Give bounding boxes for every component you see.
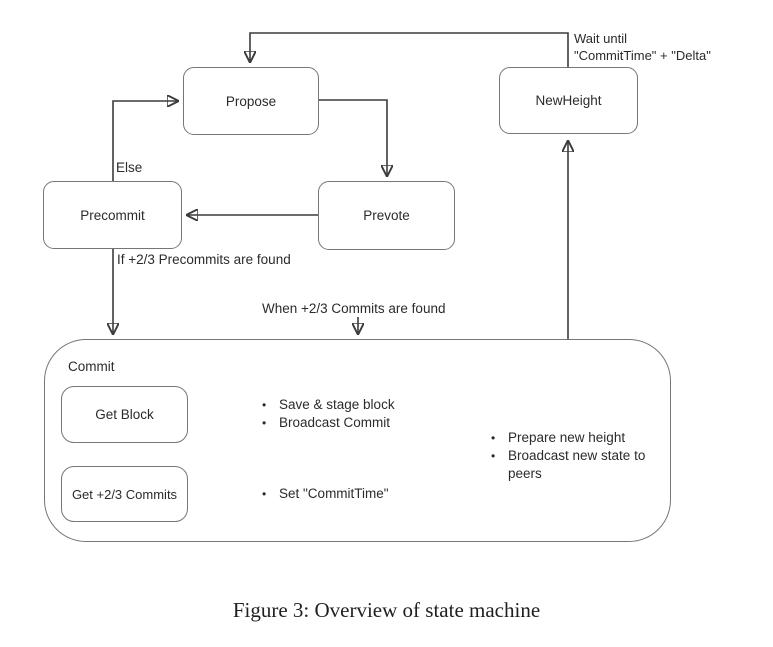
- node-get-block: Get Block: [61, 386, 188, 443]
- bullet-icon: •: [262, 487, 267, 501]
- node-prevote-label: Prevote: [363, 208, 410, 223]
- edge-label-commits-found: When +2/3 Commits are found: [262, 301, 446, 316]
- list-item: • Save & stage block: [262, 396, 395, 414]
- node-prevote: Prevote: [318, 181, 455, 250]
- figure-caption: Figure 3: Overview of state machine: [232, 598, 541, 622]
- bullet-icon: •: [262, 398, 267, 412]
- node-get-commits-label: Get +2/3 Commits: [71, 486, 178, 502]
- wait-until-line2: "CommitTime" + "Delta": [574, 48, 711, 63]
- node-get-commits: Get +2/3 Commits: [61, 466, 188, 522]
- get-block-actions-list: • Save & stage block • Broadcast Commit: [262, 396, 395, 432]
- list-item-text: Prepare new height: [508, 430, 626, 445]
- node-commit-label: Commit: [68, 359, 115, 374]
- node-propose: Propose: [183, 67, 319, 135]
- node-newheight: NewHeight: [499, 67, 638, 134]
- list-item-text: Save & stage block: [279, 397, 395, 412]
- list-item: • Prepare new height: [491, 429, 668, 447]
- node-get-block-label: Get Block: [95, 407, 154, 422]
- bullet-icon: •: [491, 449, 496, 463]
- node-precommit: Precommit: [43, 181, 182, 249]
- list-item-text: Set "CommitTime": [279, 486, 389, 501]
- wait-until-line1: Wait until: [574, 31, 627, 46]
- newheight-actions-list: • Prepare new height • Broadcast new sta…: [491, 429, 668, 483]
- node-newheight-label: NewHeight: [535, 93, 602, 108]
- node-propose-label: Propose: [225, 93, 277, 109]
- bullet-icon: •: [491, 431, 496, 445]
- list-item-text: Broadcast Commit: [279, 415, 391, 430]
- bullet-icon: •: [262, 416, 267, 430]
- list-item-text: Broadcast new state to peers: [508, 448, 646, 481]
- edge-newheight-to-propose: [250, 32, 569, 67]
- edge-label-precommits-found: If +2/3 Precommits are found: [117, 252, 291, 267]
- edge-propose-to-prevote: [319, 99, 387, 175]
- edge-label-else: Else: [116, 160, 143, 175]
- node-precommit-label: Precommit: [80, 207, 145, 223]
- list-item: • Set "CommitTime": [262, 485, 389, 503]
- get-commits-actions-list: • Set "CommitTime": [262, 485, 389, 503]
- edge-label-wait-until: Wait until "CommitTime" + "Delta": [574, 30, 711, 64]
- list-item: • Broadcast Commit: [262, 414, 395, 432]
- list-item: • Broadcast new state to peers: [491, 447, 668, 483]
